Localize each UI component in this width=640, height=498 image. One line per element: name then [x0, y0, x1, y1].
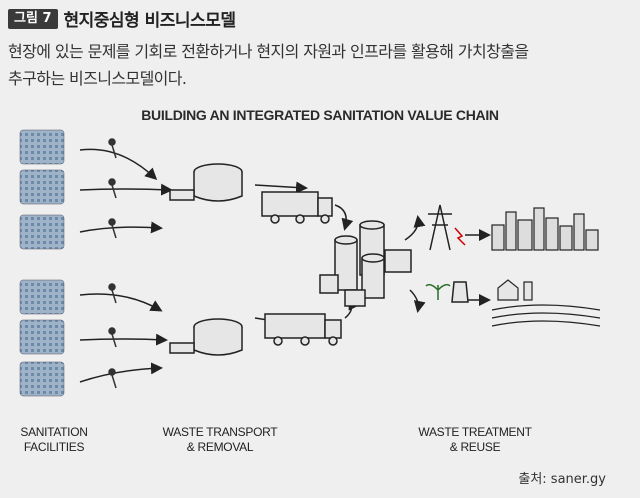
figure-badge: 그림 7	[8, 8, 58, 29]
stage-label-line: & REMOVAL	[186, 440, 254, 454]
figure-description: 현장에 있는 문제를 기회로 전환하거나 현지의 자원과 인프라를 활용해 가치…	[8, 38, 628, 92]
stage-label-line: & REUSE	[449, 440, 501, 454]
figure-header: 그림 7 현지중심형 비즈니스모델	[8, 6, 236, 31]
collection-tank-icon	[169, 163, 243, 356]
city-skyline-icon	[491, 207, 599, 251]
figure-title: 현지중심형 비즈니스모델	[63, 11, 236, 31]
value-chain-illustration	[19, 129, 601, 397]
stage-label-line: WASTE TREATMENT	[418, 425, 532, 439]
stage-label-line: SANITATION	[20, 425, 88, 439]
worker-cart-icon	[79, 138, 173, 389]
treatment-plant-icon	[319, 220, 412, 307]
stage-label-sanitation: SANITATION FACILITIES	[12, 425, 96, 455]
stage-label-transport: WASTE TRANSPORT & REMOVAL	[150, 425, 290, 455]
description-line-1: 현장에 있는 문제를 기회로 전환하거나 현지의 자원과 인프라를 활용해 가치…	[8, 42, 529, 61]
stage-label-line: FACILITIES	[23, 440, 85, 454]
farm-icon	[491, 279, 601, 327]
source-credit: 출처: saner.gy	[518, 472, 606, 487]
truck-icon	[261, 191, 342, 346]
fertilizer-icon	[425, 281, 469, 303]
stage-label-line: WASTE TRANSPORT	[162, 425, 278, 439]
toilet-cluster-icon	[19, 129, 65, 397]
description-line-2: 추구하는 비즈니스모델이다.	[8, 69, 187, 88]
diagram-title: BUILDING AN INTEGRATED SANITATION VALUE …	[141, 107, 499, 123]
stage-label-treatment: WASTE TREATMENT & REUSE	[405, 425, 545, 455]
power-tower-icon	[428, 204, 466, 251]
